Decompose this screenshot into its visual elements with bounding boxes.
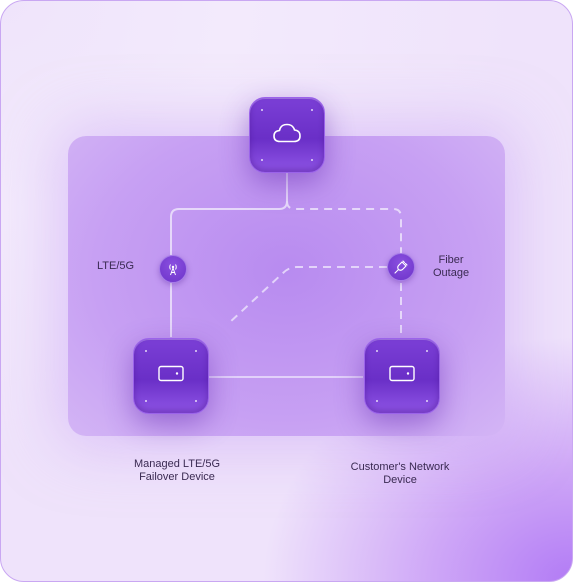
customer-label-line1: Customer's Network bbox=[350, 461, 450, 473]
managed-device-node bbox=[133, 338, 209, 414]
managed-label-line1: Managed LTE/5G bbox=[133, 458, 221, 470]
cloud-icon bbox=[272, 122, 302, 149]
cloud-node bbox=[249, 97, 325, 173]
fiber-outage-label: Fiber Outage bbox=[433, 254, 469, 280]
lte-badge bbox=[159, 255, 187, 283]
fiber-label-line2: Outage bbox=[433, 267, 470, 279]
router-icon bbox=[158, 365, 184, 387]
customer-device-label: Customer's Network Device bbox=[351, 461, 450, 487]
customer-label-line2: Device bbox=[383, 474, 417, 486]
lte-label: LTE/5G bbox=[97, 260, 135, 272]
customer-device-node bbox=[364, 338, 440, 414]
router-icon bbox=[389, 365, 415, 387]
fiber-badge bbox=[387, 253, 415, 281]
cloud-to-fiber-line bbox=[286, 200, 402, 253]
fiber-to-managed-diagonal-line bbox=[228, 266, 387, 324]
fiber-label-line1: Fiber bbox=[438, 254, 464, 266]
cloud-to-lte-line bbox=[170, 173, 288, 255]
managed-device-label: Managed LTE/5G Failover Device bbox=[134, 458, 220, 484]
managed-label-line2: Failover Device bbox=[139, 471, 215, 483]
